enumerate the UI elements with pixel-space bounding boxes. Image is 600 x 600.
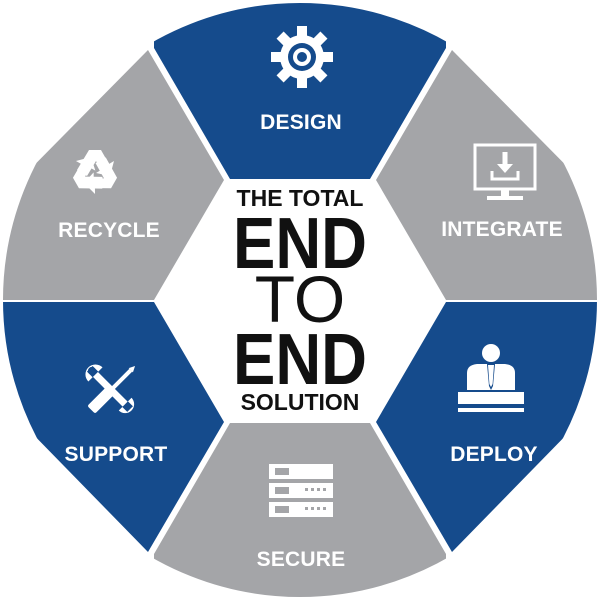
segment-recycle xyxy=(2,50,224,300)
segment-label-design: DESIGN xyxy=(260,111,342,134)
server-rack-icon xyxy=(269,464,333,517)
segment-label-deploy: DEPLOY xyxy=(450,443,538,466)
wrench-screwdriver-icon xyxy=(85,364,136,414)
segment-secure xyxy=(154,423,446,598)
recycle-icon xyxy=(72,150,118,194)
presenter-icon xyxy=(458,344,524,412)
center-title-line4: END xyxy=(233,320,367,400)
gear-icon xyxy=(271,26,333,88)
segment-integrate xyxy=(376,50,598,300)
segment-deploy xyxy=(376,302,598,552)
center-hexagon xyxy=(164,184,436,418)
center-title-line3: TO xyxy=(255,262,345,336)
segment-label-secure: SECURE xyxy=(257,548,346,571)
segment-label-recycle: RECYCLE xyxy=(58,219,160,242)
segment-support xyxy=(2,302,224,552)
segment-label-support: SUPPORT xyxy=(65,443,168,466)
monitor-download-icon xyxy=(473,143,537,200)
center-title-line5: SOLUTION xyxy=(241,389,360,415)
center-title-line1: THE TOTAL xyxy=(237,185,364,211)
center-title-line2: END xyxy=(233,204,367,284)
segment-label-integrate: INTEGRATE xyxy=(441,218,563,241)
